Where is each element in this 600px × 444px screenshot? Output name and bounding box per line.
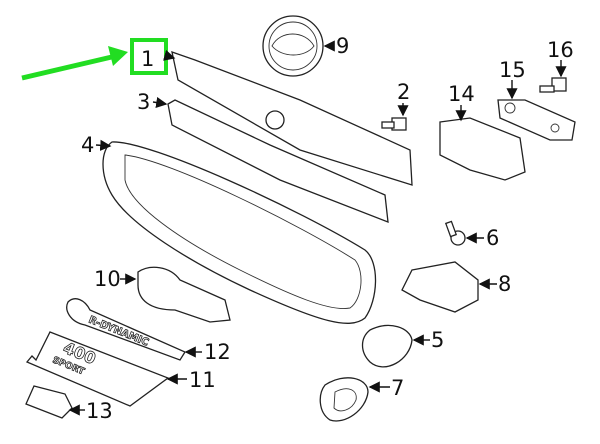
r-dynamic-lettering: R-DYNAMIC [87,315,150,349]
part-13-label [25,385,73,419]
part-5-fog-mesh [361,324,413,368]
part-6-screw [444,220,466,246]
callout-11: 11 [189,368,216,392]
part-12-badge [66,298,186,361]
callout-9: 9 [336,34,349,58]
callout-14: 14 [448,82,475,106]
callout-13: 13 [86,399,113,423]
callout-7: 7 [391,376,404,400]
part-4-grille-surround [102,141,377,324]
part-15-bracket [497,99,576,141]
callout-6: 6 [486,226,499,250]
part-8-bracket [401,261,479,313]
callout-16: 16 [547,38,574,62]
callout-3: 3 [137,90,150,114]
callout-15: 15 [499,58,526,82]
callout-2: 2 [397,80,410,104]
part-14-bracket [439,117,526,181]
part-1-upper-grille [171,51,413,186]
callout-10: 10 [94,267,121,291]
part-9-front-badge [262,15,324,77]
callout-4: 4 [81,133,94,157]
callout-8: 8 [498,272,511,296]
callout-5: 5 [431,328,444,352]
part-7-fog-bezel [319,377,369,422]
part-16-screw [539,77,567,93]
part-2-screw [381,117,407,131]
callout-12: 12 [204,340,231,364]
leader-lines [68,40,567,416]
callout-1: 1 [141,47,154,71]
highlight-pointer-arrow [21,46,128,81]
part-10-trim [137,266,231,323]
grille-emblem-mount [265,110,285,130]
part-3-lower-grille [167,99,389,223]
